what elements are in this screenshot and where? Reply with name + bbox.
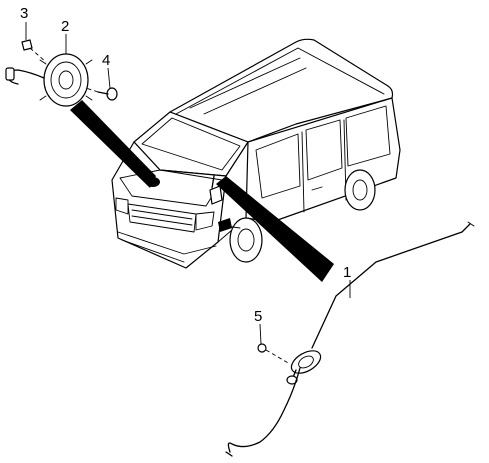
van-illustration: [111, 38, 401, 269]
speaker-pointer-band: [70, 100, 156, 188]
speaker-part: [5, 53, 93, 107]
callout-1: 1: [343, 264, 351, 281]
speaker-bolt-part: [85, 87, 118, 101]
antenna-pointer-band: [216, 176, 334, 282]
leader-4: [107, 67, 111, 89]
callout-4: 4: [102, 52, 110, 69]
callout-5: 5: [254, 308, 262, 325]
callout-2: 2: [61, 18, 69, 35]
leader-5: [259, 323, 262, 345]
antenna-cable-part: [225, 221, 475, 457]
callout-3: 3: [20, 5, 28, 22]
speaker-screw-part: [21, 39, 47, 63]
antenna-screw-part: [257, 343, 291, 365]
